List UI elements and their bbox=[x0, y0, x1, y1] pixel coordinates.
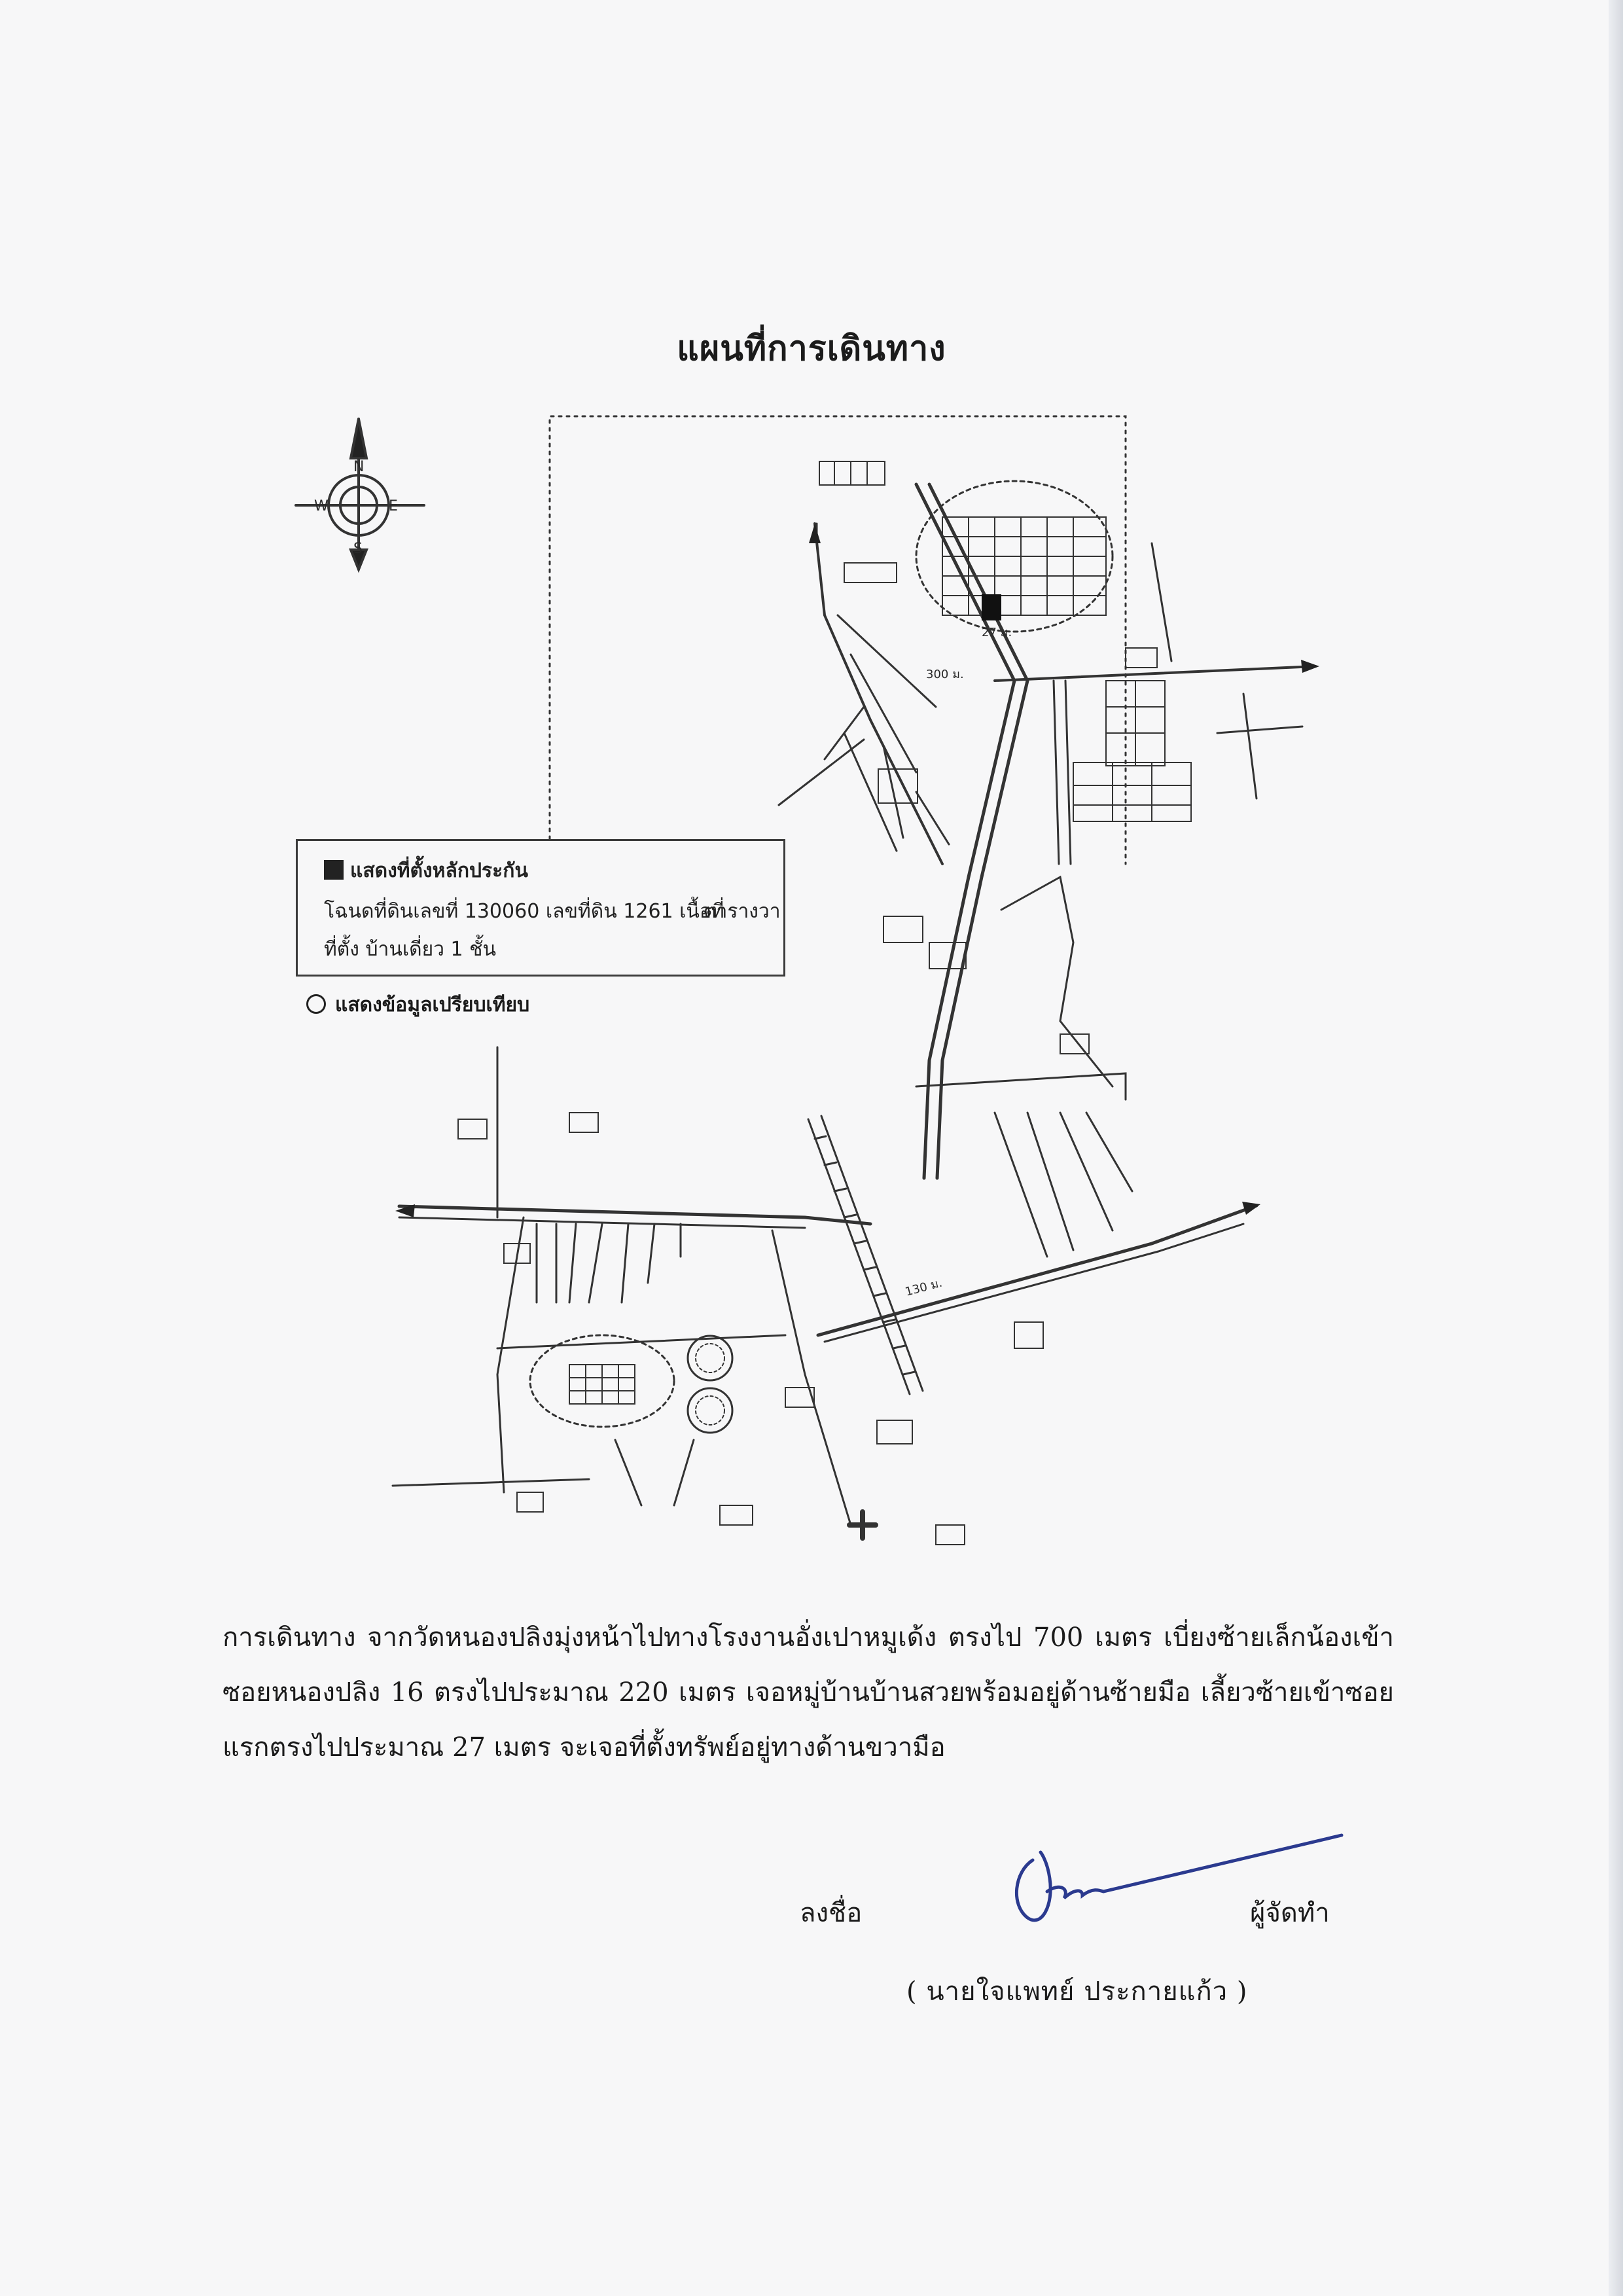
road-main-north bbox=[914, 482, 1016, 1180]
directions-paragraph: การเดินทาง จากวัดหนองปลิงมุ่งหน้าไปทางโร… bbox=[223, 1623, 1394, 1763]
legend-collateral-label: แสดงที่ตั้งหลักประกัน bbox=[350, 859, 528, 882]
pond-2 bbox=[687, 1387, 734, 1434]
compass-rose bbox=[294, 418, 425, 573]
comparison-circle-icon bbox=[306, 994, 326, 1014]
distance-label-300: 300 ม. bbox=[926, 668, 964, 681]
collateral-square-icon bbox=[324, 860, 344, 880]
building-icons-lower bbox=[457, 1112, 1044, 1545]
legend-comparison-row: แสดงข้อมูลเปรียบเทียบ bbox=[306, 990, 529, 1020]
railway-south bbox=[807, 1115, 924, 1395]
handwritten-signature bbox=[1014, 1833, 1344, 1922]
legend-collateral-row: แสดงที่ตั้งหลักประกัน bbox=[324, 855, 528, 886]
map-legend: แสดงที่ตั้งหลักประกัน โฉนดที่ดินเลขที่ 1… bbox=[296, 839, 785, 977]
signer-name: ( นายใจแพทย์ ประกายแก้ว ) bbox=[906, 1977, 1248, 2007]
distance-label-130: 130 ม. bbox=[904, 1276, 944, 1299]
legend-comparison-label: แสดงข้อมูลเปรียบเทียบ bbox=[335, 994, 530, 1016]
legend-deed-info: โฉนดที่ดินเลขที่ 130060 เลขที่ดิน 1261 เ… bbox=[324, 900, 724, 923]
road-winding-east bbox=[1000, 875, 1114, 1088]
subdivision-houses bbox=[942, 516, 1107, 616]
distance-label-27: 27 ม. bbox=[982, 626, 1012, 639]
compass-e: E bbox=[389, 498, 398, 514]
road-west-north bbox=[813, 522, 944, 865]
signature-role: ผู้จัดทำ bbox=[1250, 1898, 1330, 1928]
arrow-east-lower bbox=[1242, 1202, 1260, 1215]
road-east bbox=[993, 665, 1317, 682]
comparison-circle bbox=[529, 1334, 675, 1428]
building-icons-upper bbox=[819, 461, 1158, 1054]
pond-1 bbox=[687, 1335, 734, 1382]
arrow-east bbox=[1301, 660, 1319, 673]
housing-blocks-east bbox=[1073, 680, 1192, 822]
scan-page-edge bbox=[1609, 0, 1623, 2296]
legend-area-unit: ตารางวา bbox=[704, 900, 781, 923]
hospital-cross bbox=[847, 1509, 878, 1541]
road-diagonal-east bbox=[816, 1204, 1258, 1337]
arrow-west bbox=[395, 1204, 415, 1217]
route-map: N S E W 300 ม. 27 ม. 130 ม. bbox=[294, 415, 1319, 1545]
road-main-east-west bbox=[397, 1204, 872, 1226]
compass-s: S bbox=[353, 541, 363, 557]
map-dotted-frame bbox=[548, 415, 1127, 865]
compass-w: W bbox=[314, 498, 329, 514]
signature-label: ลงชื่อ bbox=[800, 1898, 863, 1928]
page-title: แผนที่การเดินทาง bbox=[677, 329, 946, 368]
subdivision-circle bbox=[915, 480, 1114, 633]
legend-location-info: ที่ตั้ง บ้านเดี่ยว 1 ชั้น bbox=[324, 938, 497, 961]
railway-north bbox=[1052, 679, 1072, 865]
collateral-location-marker bbox=[982, 594, 1001, 620]
arrow-north bbox=[809, 524, 821, 543]
compass-n: N bbox=[353, 459, 364, 475]
comparison-houses bbox=[569, 1364, 635, 1405]
